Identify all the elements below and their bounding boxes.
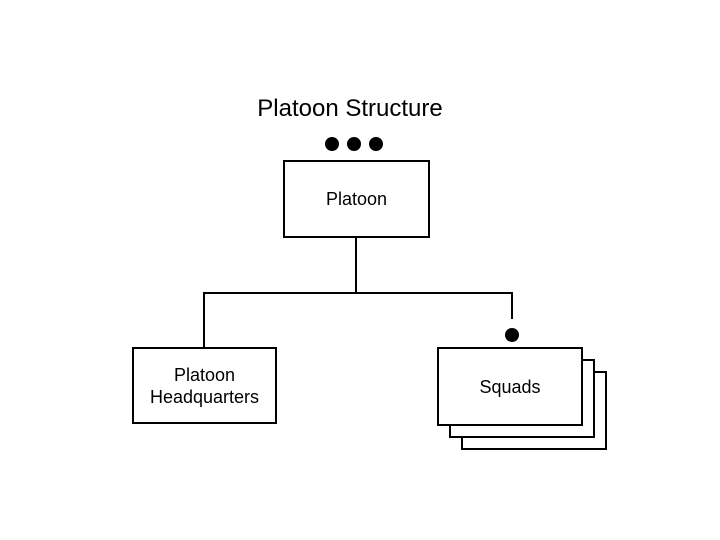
- node-platoon-label: Platoon: [325, 189, 388, 209]
- bullet-icon: [369, 137, 383, 151]
- bullet-icon: [347, 137, 361, 151]
- slide-title: Platoon Structure: [257, 95, 443, 122]
- node-squads-label: Squads: [479, 376, 541, 397]
- node-platoon-headquarters: Platoon Headquarters: [132, 347, 277, 424]
- bullet-icon: [325, 137, 339, 151]
- connector-right-drop: [511, 292, 513, 319]
- connector-stem: [355, 238, 357, 294]
- bullet-icon: [505, 328, 519, 342]
- platoon-multiplicity-dots: [325, 137, 383, 151]
- node-platoon-headquarters-label: Platoon Headquarters: [149, 364, 260, 407]
- connector-left-drop: [203, 292, 205, 347]
- connector-horizontal-bar: [203, 292, 513, 294]
- node-squads: Squads: [437, 347, 583, 426]
- node-platoon: Platoon: [283, 160, 430, 238]
- squads-multiplicity-dots: [505, 328, 519, 342]
